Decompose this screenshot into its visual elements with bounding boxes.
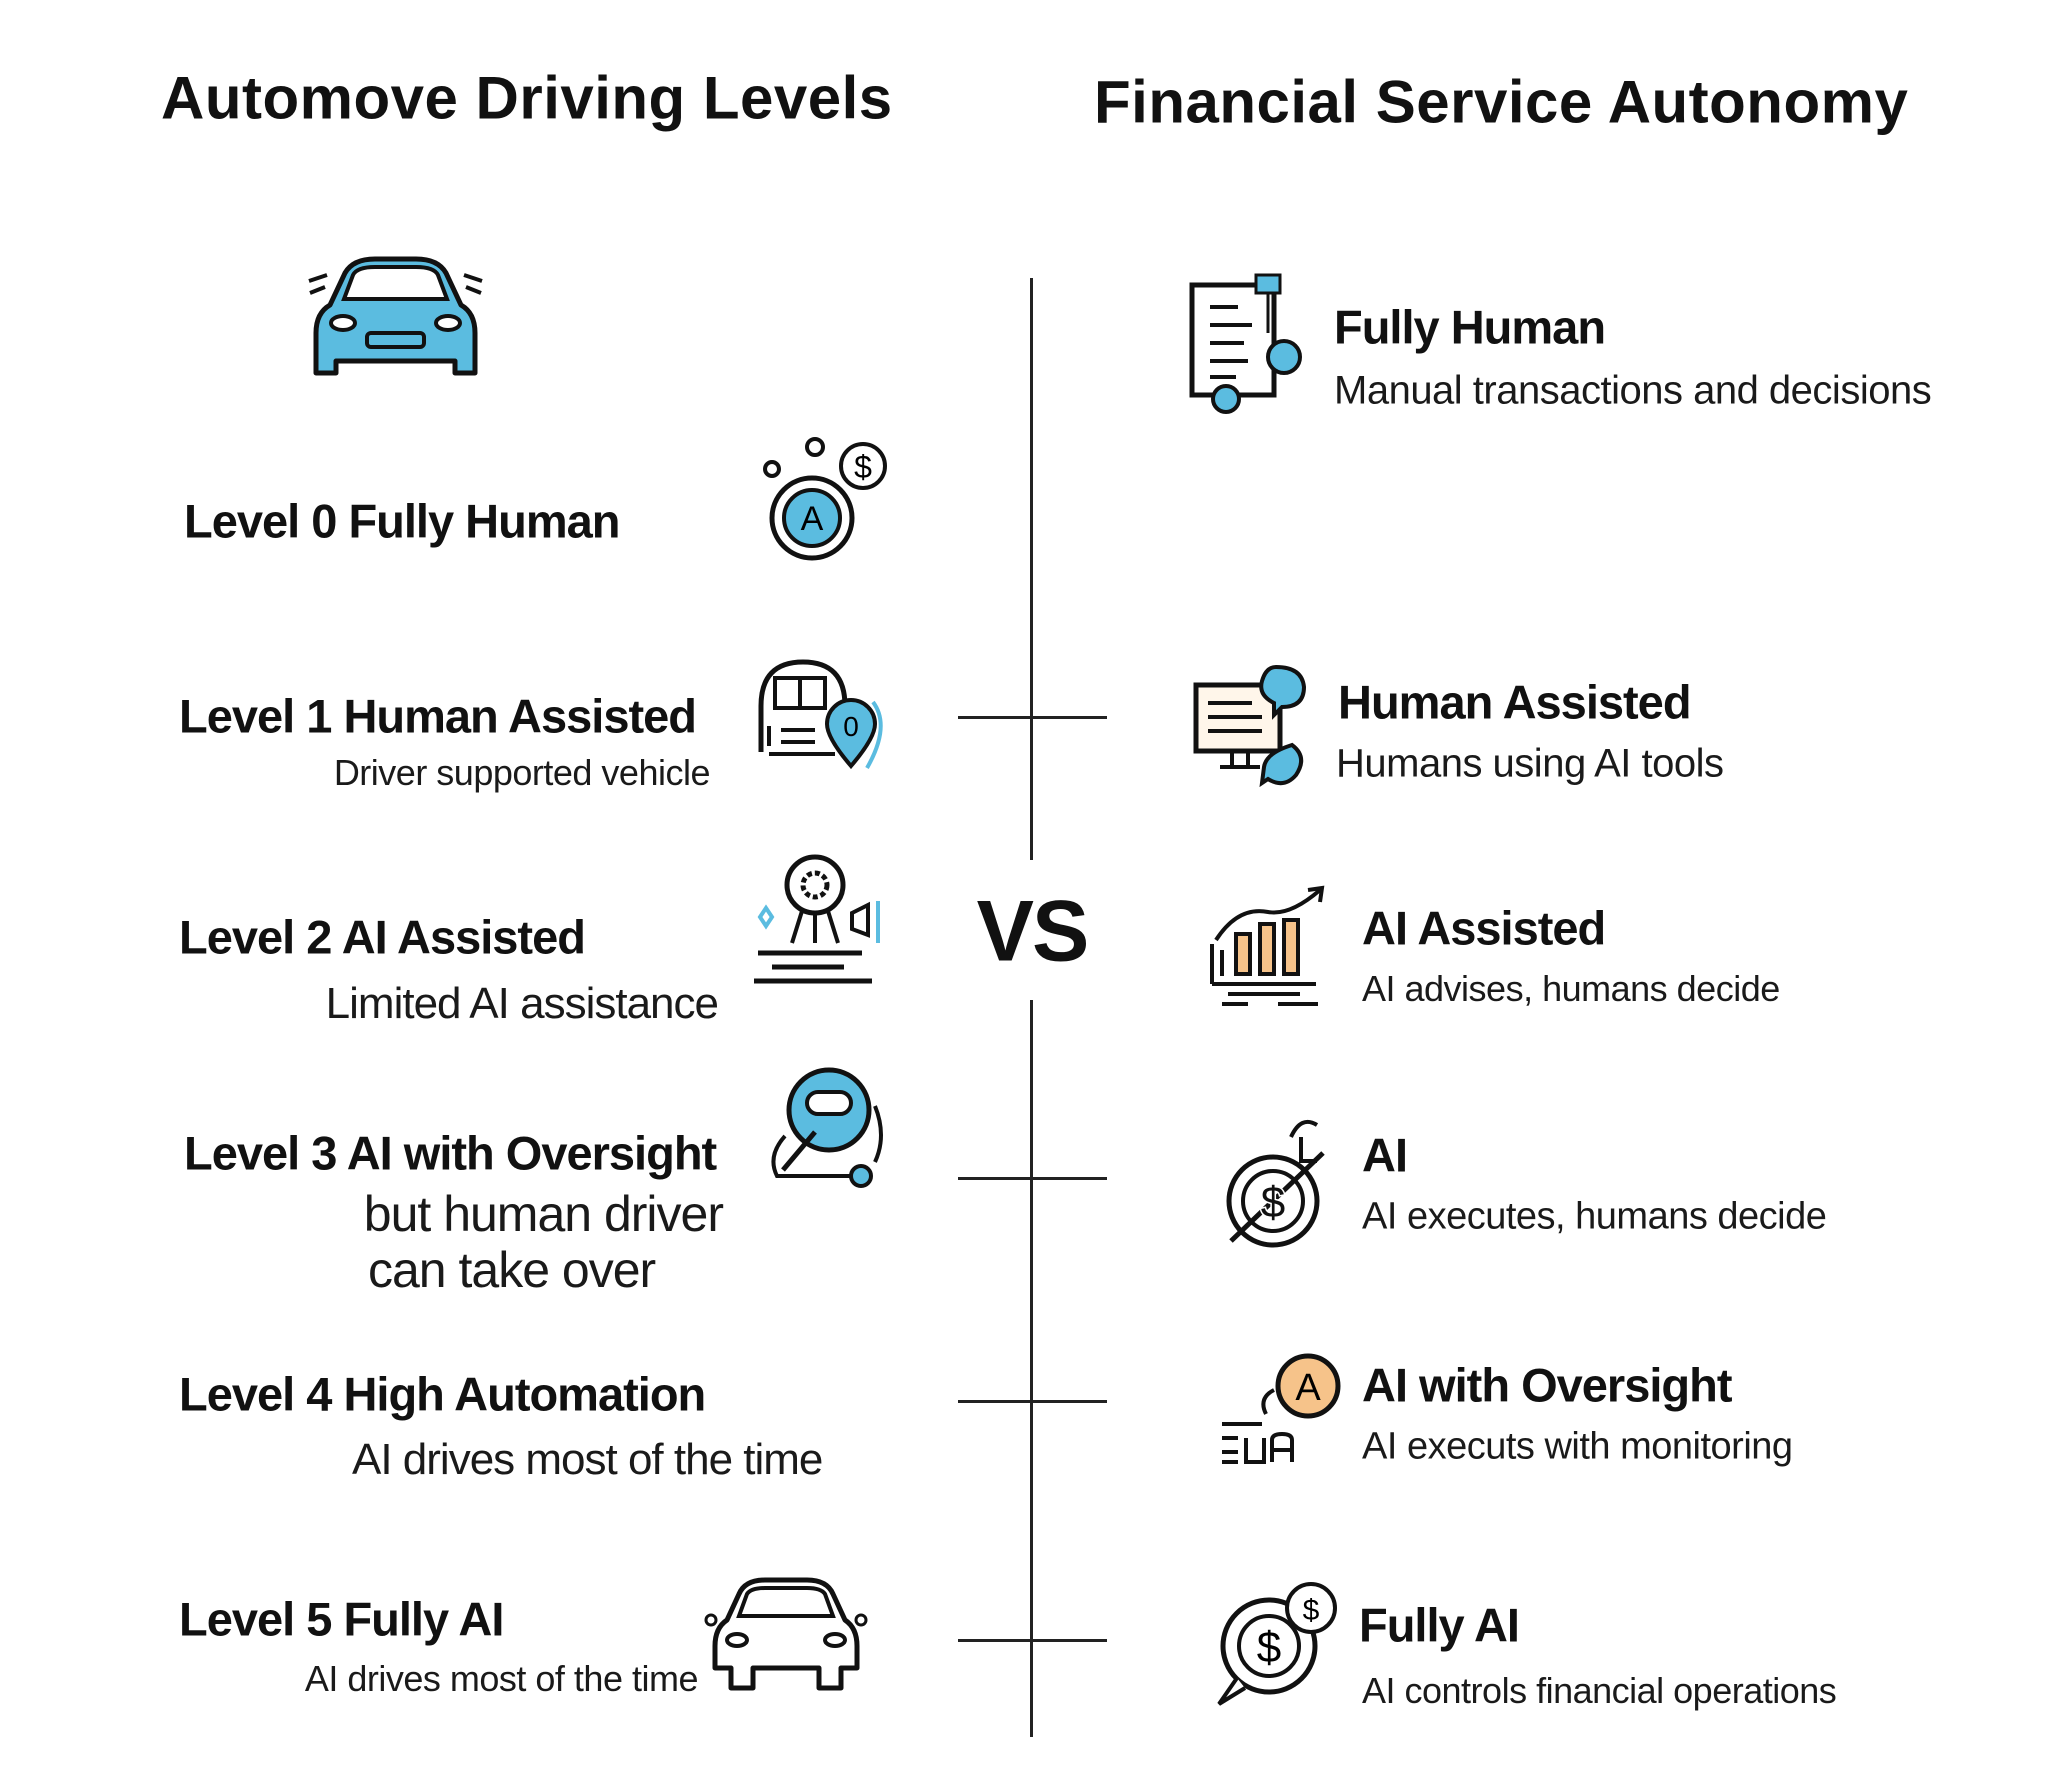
- svg-text:0: 0: [843, 711, 859, 742]
- car-front-icon: [308, 256, 483, 376]
- level-3-title: Level 3 AI with Oversight: [184, 1126, 717, 1180]
- divider-line-bottom: [1030, 1000, 1033, 1737]
- gear-sensor-icon: [754, 854, 880, 984]
- level-2-subtitle: Limited AI assistance: [325, 979, 719, 1028]
- level-0-title: Level 0 Fully Human: [184, 494, 620, 548]
- finance-ai-subtitle: AI executes, humans decide: [1362, 1195, 1827, 1238]
- dollar-cycle-icon: $: [1226, 1120, 1325, 1248]
- dollar-coins-icon: $ $: [1217, 1582, 1337, 1706]
- divider-tick: [958, 1639, 1107, 1642]
- finance-fully-human-title: Fully Human: [1334, 300, 1606, 354]
- divider-tick: [958, 716, 1107, 719]
- car-outline-icon: [704, 1577, 868, 1691]
- ai-badge-icon: A: [1222, 1353, 1341, 1464]
- svg-text:$: $: [1303, 1594, 1320, 1627]
- finance-ai-oversight-subtitle: AI executs with monitoring: [1362, 1425, 1793, 1468]
- svg-text:$: $: [1257, 1623, 1281, 1672]
- level-2-title: Level 2 AI Assisted: [179, 910, 586, 964]
- finance-fully-ai-subtitle: AI controls financial operations: [1362, 1670, 1837, 1711]
- finance-fully-ai-title: Fully AI: [1359, 1598, 1520, 1652]
- bar-chart-icon: [1210, 885, 1325, 1006]
- finance-human-assisted-title: Human Assisted: [1338, 675, 1692, 729]
- level-5-title: Level 5 Fully AI: [179, 1592, 504, 1646]
- level-4-title: Level 4 High Automation: [179, 1367, 706, 1421]
- monitor-chat-icon: [1193, 664, 1307, 788]
- level-1-subtitle: Driver supported vehicle: [333, 752, 711, 793]
- level-3-subtitle-line1: but human driver: [363, 1186, 724, 1242]
- svg-text:A: A: [1295, 1367, 1321, 1409]
- divider-tick: [958, 1400, 1107, 1403]
- finance-ai-assisted-title: AI Assisted: [1362, 901, 1606, 955]
- finance-ai-assisted-subtitle: AI advises, humans decide: [1362, 968, 1780, 1009]
- level-3-subtitle-line2: can take over: [368, 1242, 656, 1298]
- level-5-subtitle: AI drives most of the time: [304, 1658, 699, 1699]
- finance-ai-title: AI: [1362, 1128, 1408, 1182]
- svg-text:$: $: [1261, 1178, 1285, 1227]
- vehicle-pin-icon: 0: [758, 659, 883, 770]
- finance-ai-oversight-title: AI with Oversight: [1362, 1358, 1732, 1412]
- finance-human-assisted-subtitle: Humans using AI tools: [1336, 741, 1724, 786]
- right-title: Financial Service Autonomy: [1094, 68, 1909, 136]
- driver-globe-icon: [771, 1067, 883, 1188]
- finance-fully-human-subtitle: Manual transactions and decisions: [1334, 368, 1932, 413]
- left-title: Automove Driving Levels: [161, 64, 893, 132]
- svg-text:$: $: [854, 449, 872, 485]
- document-icon: [1189, 273, 1302, 414]
- divider-tick: [958, 1177, 1107, 1180]
- level-1-title: Level 1 Human Assisted: [179, 689, 697, 743]
- coin-a-icon: A $: [763, 437, 887, 561]
- divider-line-top: [1030, 278, 1033, 860]
- svg-text:A: A: [801, 500, 824, 538]
- vs-label: VS: [976, 883, 1090, 980]
- level-4-subtitle: AI drives most of the time: [352, 1435, 823, 1484]
